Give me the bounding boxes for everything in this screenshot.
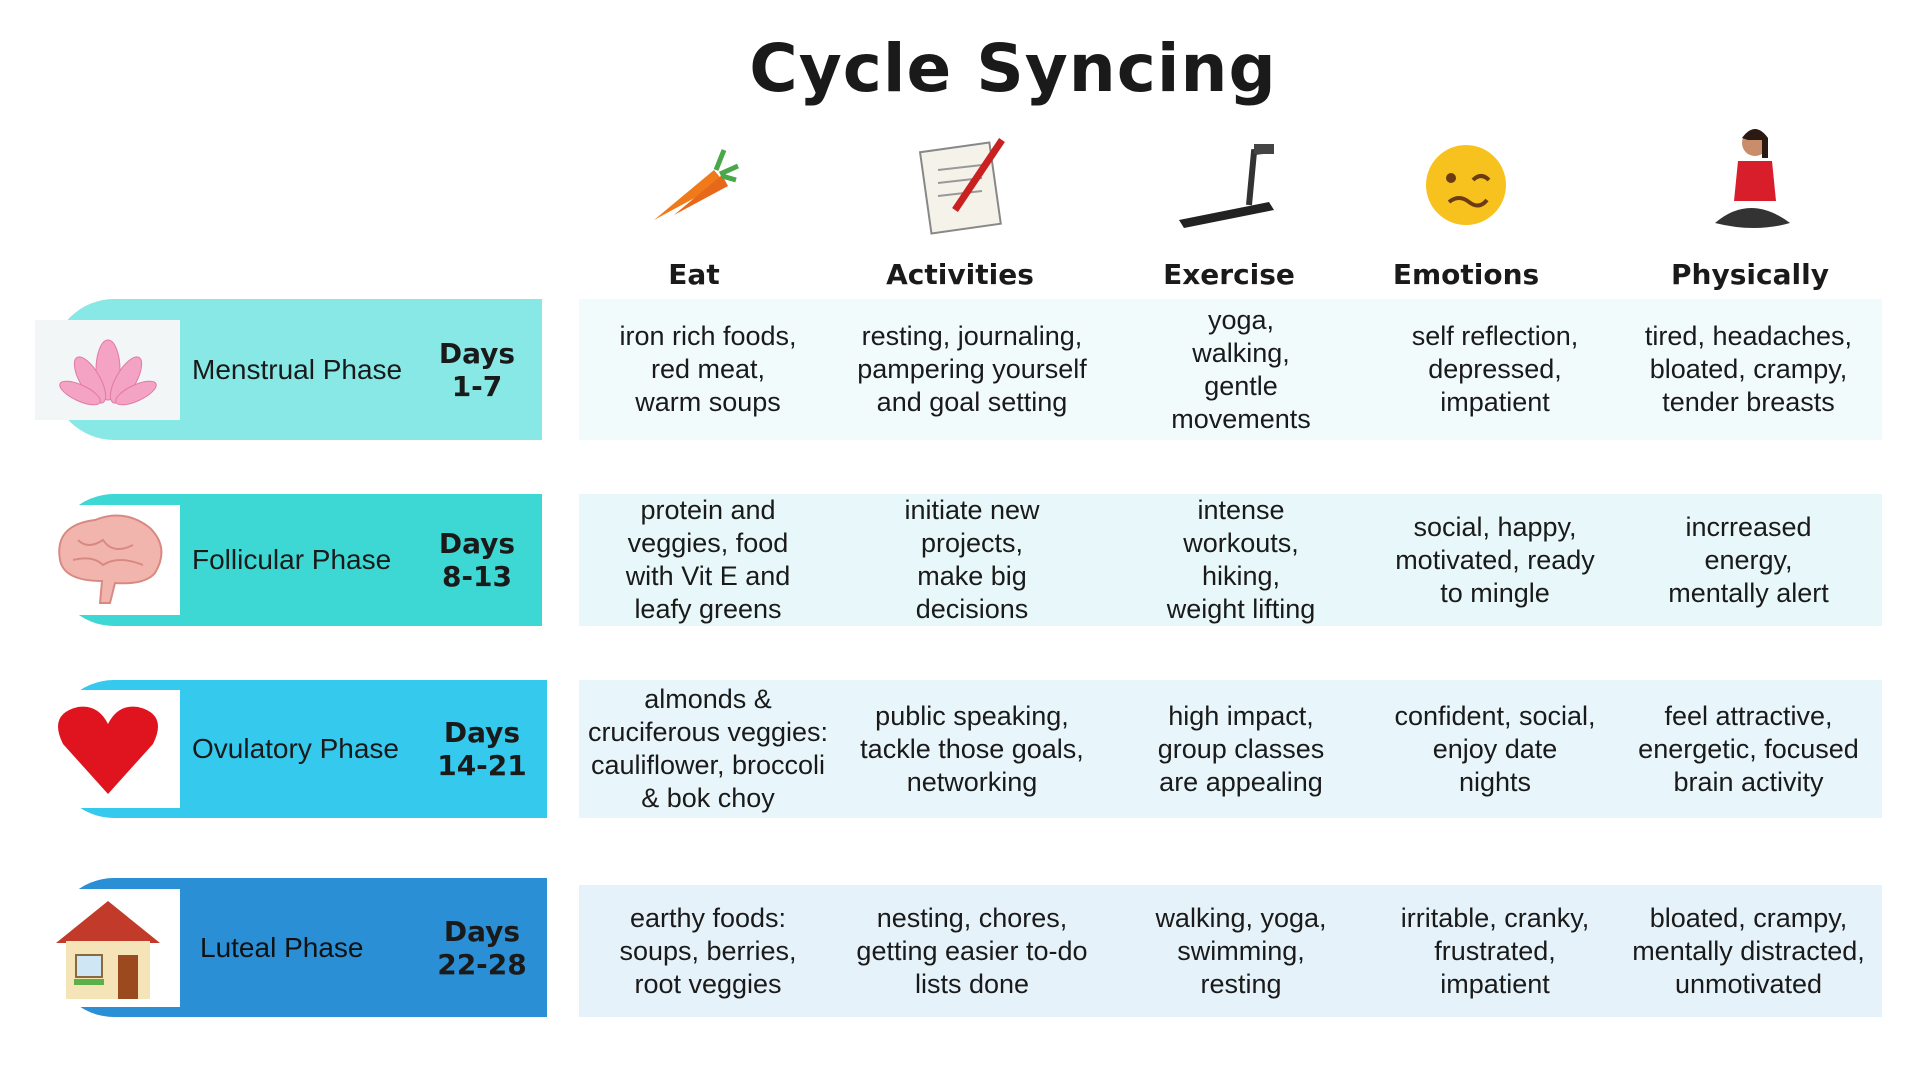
phase-name: Menstrual Phase (192, 353, 403, 385)
phase-row-ovulatory: almonds & cruciferous veggies: cauliflow… (579, 680, 1882, 818)
phase-row-luteal: earthy foods: soups, berries, root veggi… (579, 885, 1882, 1017)
column-header-activities: Activities (886, 258, 1034, 291)
house-icon (35, 888, 180, 1007)
woman-sitting-icon (1690, 125, 1810, 235)
cell-physically: feel attractive, energetic, focused brai… (1638, 700, 1859, 797)
cell-emotions: self reflection, depressed, impatient (1411, 321, 1579, 417)
cell-physically: tired, headaches, bloated, crampy, tende… (1644, 321, 1853, 417)
column-header-physically: Physically (1671, 258, 1829, 291)
cell-exercise: intense workouts, hiking, weight lifting (1166, 495, 1316, 624)
cell-exercise: high impact, group classes are appealing (1157, 700, 1325, 797)
lotus-icon (35, 319, 180, 420)
column-header-eat: Eat (668, 258, 720, 291)
phase-row-menstrual: iron rich foods, red meat, warm soups re… (579, 299, 1882, 440)
cell-activities: resting, journaling, pampering yourself … (857, 321, 1087, 417)
notepad-icon (900, 130, 1020, 240)
brain-icon (35, 505, 180, 615)
page-title: Cycle Syncing (749, 30, 1277, 107)
woozy-face-icon (1406, 130, 1526, 240)
cell-eat: protein and veggies, food with Vit E and… (625, 495, 791, 624)
carrot-icon (634, 130, 754, 240)
cell-eat: earthy foods: soups, berries, root veggi… (619, 902, 797, 999)
treadmill-icon (1169, 130, 1289, 240)
cell-emotions: social, happy, motivated, ready to mingl… (1395, 511, 1595, 608)
cell-activities: initiate new projects, make big decision… (904, 495, 1040, 624)
phase-name: Luteal Phase (200, 931, 364, 963)
cell-activities: nesting, chores, getting easier to-do li… (856, 902, 1088, 999)
phase-name: Follicular Phase (192, 544, 392, 575)
cell-emotions: confident, social, enjoy date nights (1394, 700, 1596, 797)
phase-row-follicular: protein and veggies, food with Vit E and… (579, 494, 1882, 626)
cell-activities: public speaking, tackle those goals, net… (860, 700, 1084, 797)
column-header-exercise: Exercise (1163, 258, 1295, 291)
cell-eat: iron rich foods, red meat, warm soups (619, 321, 797, 417)
column-header-emotions: Emotions (1392, 258, 1540, 291)
cell-exercise: walking, yoga, swimming, resting (1155, 902, 1327, 999)
phase-name: Ovulatory Phase (192, 733, 399, 764)
cell-eat: almonds & cruciferous veggies: cauliflow… (587, 684, 829, 813)
cell-physically: bloated, crampy, mentally distracted, un… (1632, 902, 1865, 999)
cell-emotions: irritable, cranky, frustrated, impatient (1400, 902, 1590, 999)
cell-exercise: yoga, walking, gentle movements (1171, 304, 1311, 434)
heart-icon (35, 690, 180, 808)
cell-physically: incrreased energy, mentally alert (1668, 511, 1829, 608)
